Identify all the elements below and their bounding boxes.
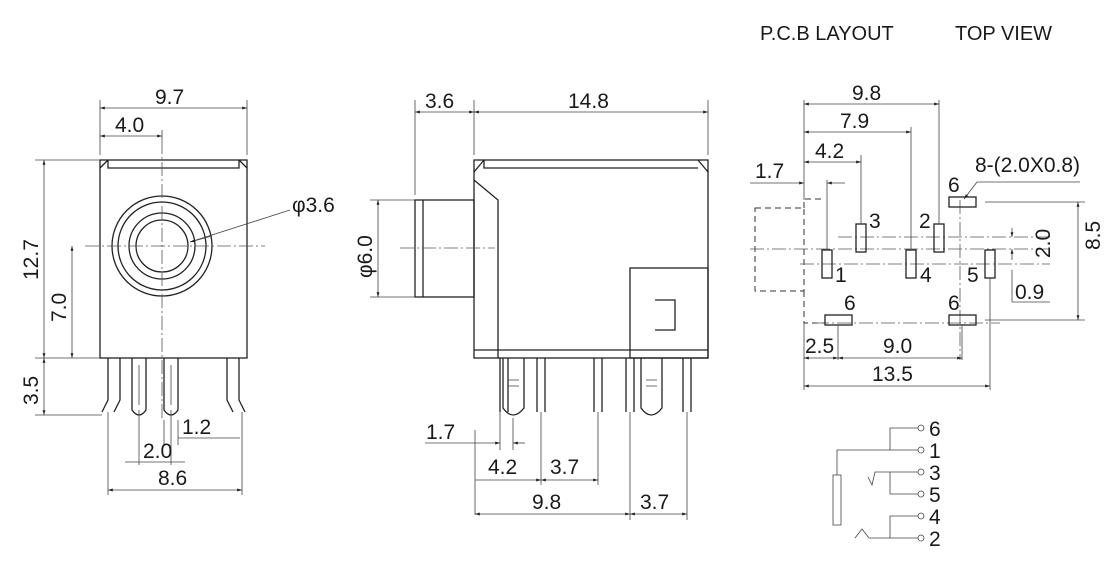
dim-0-9: 0.9 bbox=[1015, 281, 1044, 304]
schematic-pin-label: 6 bbox=[929, 418, 941, 441]
dim-8-5: 8.5 bbox=[1082, 221, 1105, 250]
dim-side-4: 9.8 bbox=[532, 491, 561, 514]
dim-pin-width: 1.2 bbox=[182, 416, 211, 439]
dim-height: 12.7 bbox=[20, 239, 43, 280]
pcb-layout: 6 3 2 1 4 5 6 6 8-(2.0X0.8) 9.8 7.9 4.2 … bbox=[750, 82, 1105, 390]
dim-4-2: 4.2 bbox=[815, 140, 844, 163]
schematic-pin-label: 4 bbox=[929, 506, 941, 529]
dim-body-length: 14.8 bbox=[568, 90, 609, 113]
dim-pin-length: 3.5 bbox=[20, 376, 43, 405]
side-view: 3.6 14.8 φ6.0 1.7 4.2 3.7 9.8 3.7 bbox=[354, 90, 709, 520]
dim-side-5: 3.7 bbox=[640, 491, 669, 514]
pcb-layout-title: P.C.B LAYOUT bbox=[760, 23, 894, 45]
pad-label: 3 bbox=[869, 210, 881, 233]
dim-side-1: 1.7 bbox=[426, 421, 455, 444]
pad-label: 6 bbox=[948, 174, 960, 197]
pad-label: 6 bbox=[948, 292, 960, 315]
dim-pin-span: 8.6 bbox=[158, 467, 187, 490]
pad-label: 6 bbox=[844, 292, 856, 315]
dim-9-0: 9.0 bbox=[883, 335, 912, 358]
dim-9-8: 9.8 bbox=[852, 82, 881, 105]
schematic: 6 1 3 5 4 2 bbox=[832, 418, 941, 551]
dim-13-5: 13.5 bbox=[872, 363, 913, 386]
dim-width: 9.7 bbox=[155, 86, 184, 109]
schematic-pin-label: 3 bbox=[929, 462, 941, 485]
top-view-title: TOP VIEW bbox=[955, 23, 1052, 45]
dim-hole-height: 7.0 bbox=[48, 293, 71, 322]
pad-label: 2 bbox=[919, 210, 931, 233]
dim-hole-offset: 4.0 bbox=[115, 114, 144, 137]
dim-1-7: 1.7 bbox=[755, 160, 784, 183]
dim-nose-diameter: φ6.0 bbox=[354, 235, 377, 278]
dim-hole-diameter: φ3.6 bbox=[292, 194, 335, 217]
schematic-pin-label: 2 bbox=[929, 528, 941, 551]
pad-size-note: 8-(2.0X0.8) bbox=[975, 154, 1080, 177]
front-view: 9.7 4.0 φ3.6 12.7 7.0 3.5 1.2 2.0 8.6 bbox=[20, 86, 335, 495]
dim-side-3: 3.7 bbox=[550, 456, 579, 479]
pad-label: 5 bbox=[967, 264, 979, 287]
pad-label: 4 bbox=[920, 264, 932, 287]
dim-pin-pitch: 2.0 bbox=[143, 440, 172, 463]
pad-label: 1 bbox=[835, 264, 847, 287]
dim-7-9: 7.9 bbox=[840, 110, 869, 133]
dim-side-2: 4.2 bbox=[488, 456, 517, 479]
dim-2-0: 2.0 bbox=[1032, 229, 1055, 258]
schematic-pin-label: 1 bbox=[929, 440, 941, 463]
dim-2-5: 2.5 bbox=[805, 335, 834, 358]
schematic-pin-label: 5 bbox=[929, 484, 941, 507]
dim-nose-length: 3.6 bbox=[425, 90, 454, 113]
